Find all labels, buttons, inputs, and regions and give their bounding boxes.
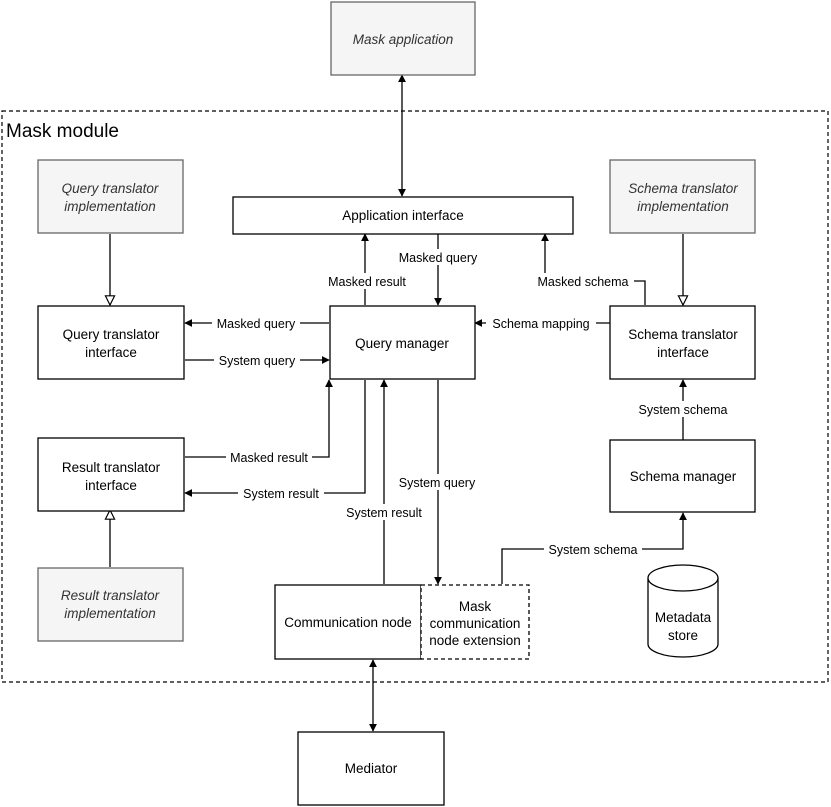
edge-system-result-out bbox=[184, 380, 366, 497]
schema-translator-interface-line-1: Schema translator bbox=[628, 327, 738, 342]
query-translator-interface-box: Query translator interface bbox=[37, 305, 185, 380]
application-interface-box: Application interface bbox=[232, 196, 574, 235]
metadata-store-line-2: store bbox=[668, 628, 698, 643]
mask-application-box: Mask application bbox=[330, 1, 476, 76]
schema-translator-impl-line-1: Schema translator bbox=[628, 181, 738, 196]
edge-labels: Masked query Masked result Masked schema… bbox=[212, 249, 732, 557]
query-translator-interface-line-1: Query translator bbox=[63, 327, 160, 342]
communication-node-label: Communication node bbox=[284, 615, 412, 630]
mask-comm-ext-line-1: Mask bbox=[459, 599, 492, 614]
result-translator-interface-box: Result translator interface bbox=[37, 437, 185, 512]
schema-translator-interface-box: Schema translator interface bbox=[609, 305, 756, 380]
mask-comm-ext-line-2: communication bbox=[430, 616, 521, 631]
label-system-schema-store: System schema bbox=[549, 543, 638, 557]
query-manager-box: Query manager bbox=[329, 305, 476, 380]
label-masked-query-left: Masked query bbox=[217, 317, 296, 331]
label-masked-query-down: Masked query bbox=[399, 251, 478, 265]
label-system-query-right: System query bbox=[219, 354, 296, 368]
label-system-result-up: System result bbox=[346, 506, 422, 520]
result-translator-impl-line-2: implementation bbox=[64, 606, 156, 621]
label-masked-result-up: Masked result bbox=[328, 275, 406, 289]
query-manager-label: Query manager bbox=[355, 336, 449, 351]
mask-module-container: Mask module bbox=[1, 110, 829, 683]
query-translator-interface-line-2: interface bbox=[85, 345, 137, 360]
metadata-store-line-1: Metadata bbox=[655, 610, 712, 625]
query-translator-impl-line-1: Query translator bbox=[62, 181, 159, 196]
label-masked-schema: Masked schema bbox=[537, 275, 628, 289]
mediator-box: Mediator bbox=[297, 731, 445, 806]
query-translator-implementation-box: Query translator implementation bbox=[37, 159, 184, 234]
schema-translator-impl-line-2: implementation bbox=[637, 199, 729, 214]
metadata-store-cylinder: Metadata store bbox=[647, 564, 719, 658]
label-system-query-down: System query bbox=[399, 476, 476, 490]
query-translator-impl-line-2: implementation bbox=[64, 199, 156, 214]
label-schema-mapping: Schema mapping bbox=[492, 317, 589, 331]
label-system-schema-up: System schema bbox=[639, 403, 728, 417]
application-interface-label: Application interface bbox=[342, 208, 464, 223]
mask-application-label: Mask application bbox=[353, 32, 454, 47]
module-title: Mask module bbox=[6, 121, 119, 142]
mask-communication-node-extension-box: Mask communication node extension bbox=[420, 584, 530, 660]
label-masked-result-in: Masked result bbox=[230, 451, 308, 465]
schema-manager-label: Schema manager bbox=[630, 469, 737, 484]
result-translator-implementation-box: Result translator implementation bbox=[37, 567, 184, 642]
edge-masked-schema bbox=[541, 233, 646, 305]
edge-masked-result-in bbox=[185, 379, 333, 458]
schema-translator-interface-line-2: interface bbox=[657, 345, 709, 360]
schema-manager-box: Schema manager bbox=[609, 439, 756, 513]
result-translator-interface-line-2: interface bbox=[85, 478, 137, 493]
communication-node-box: Communication node bbox=[274, 584, 422, 660]
label-system-result-out: System result bbox=[243, 487, 319, 501]
mask-comm-ext-line-3: node extension bbox=[429, 633, 521, 648]
result-translator-impl-line-1: Result translator bbox=[61, 588, 160, 603]
mediator-label: Mediator bbox=[345, 761, 398, 776]
schema-translator-implementation-box: Schema translator implementation bbox=[609, 159, 756, 234]
result-translator-interface-line-1: Result translator bbox=[62, 460, 161, 475]
